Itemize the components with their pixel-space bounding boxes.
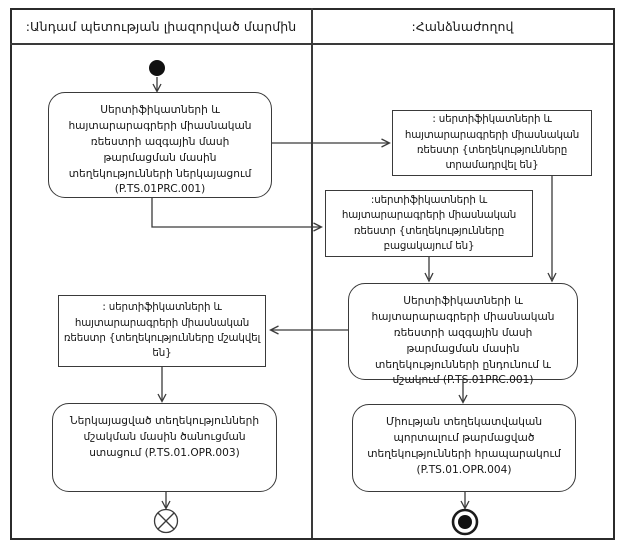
activity-receive-process-info: Սերտիֆիկատների և հայտարարագրերի միասնակա… bbox=[348, 283, 578, 386]
object-registry-info-missing-label: :սերտիֆիկատների և հայտարարագրերի միասնակ… bbox=[341, 193, 517, 252]
activity-receive-notification: Ներկայացված տեղեկությունների մշակման մաս… bbox=[52, 403, 277, 492]
activity-submit-info: Սերտիֆիկատների և հայտարարագրերի միասնակա… bbox=[48, 92, 272, 198]
lane-header-authorized-body: :Անդամ պետության լիազորված մարմին bbox=[25, 18, 297, 34]
object-registry-info-processed: : սերտիֆիկատների և հայտարարագրերի միասնա… bbox=[58, 295, 266, 367]
object-registry-info-missing: :սերտիֆիկատների և հայտարարագրերի միասնակ… bbox=[325, 190, 533, 257]
object-registry-info-processed-label: : սերտիֆիկատների և հայտարարագրերի միասնա… bbox=[63, 301, 261, 360]
swimlane-divider bbox=[311, 8, 313, 538]
object-registry-info-provided-label: : սերտիֆիկատների և հայտարարագրերի միասնա… bbox=[404, 113, 580, 172]
activity-receive-notification-label: Ներկայացված տեղեկությունների մշակման մաս… bbox=[69, 415, 260, 459]
activity-publish-portal: Միության տեղեկատվական պորտալում թարմացվա… bbox=[352, 404, 576, 492]
lane-header-commission: :Հանձնաժողով bbox=[411, 18, 514, 34]
header-divider-line bbox=[10, 43, 613, 45]
activity-receive-process-info-label: Սերտիֆիկատների և հայտարարագրերի միասնակա… bbox=[371, 295, 555, 387]
activity-publish-portal-label: Միության տեղեկատվական պորտալում թարմացվա… bbox=[367, 416, 561, 476]
object-registry-info-provided: : սերտիֆիկատների և հայտարարագրերի միասնա… bbox=[392, 110, 592, 176]
activity-submit-info-label: Սերտիֆիկատների և հայտարարագրերի միասնակա… bbox=[68, 104, 252, 196]
